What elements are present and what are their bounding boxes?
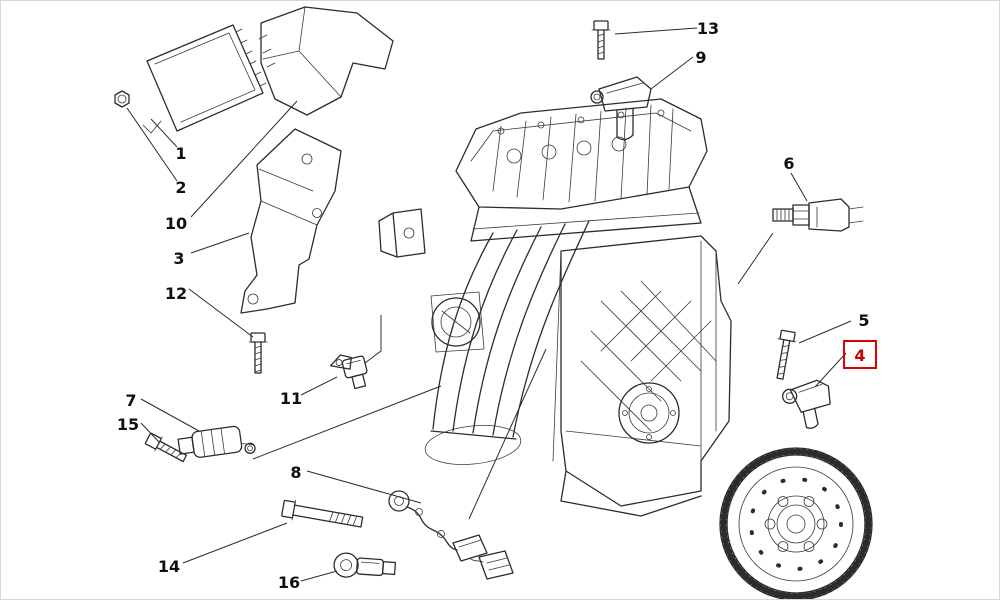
ecu-part-drawing: [142, 24, 267, 134]
highlight-box: [843, 340, 877, 369]
crank-sensor-part-drawing: [782, 379, 831, 429]
callout-label-3[interactable]: 3: [173, 249, 184, 268]
sensor-part-11-drawing: [329, 354, 368, 390]
bolt-part-13-drawing: [591, 20, 611, 60]
sensor-part-7-drawing: [177, 425, 256, 458]
callout-label-9[interactable]: 9: [695, 48, 706, 67]
callout-label-8[interactable]: 8: [290, 463, 301, 482]
engine-drawing: [378, 98, 732, 517]
callout-label-5[interactable]: 5: [858, 311, 869, 330]
callout-label-1[interactable]: 1: [175, 144, 186, 163]
callout-label-4-highlight[interactable]: 4: [843, 340, 877, 369]
temp-sensor-part-drawing: [772, 198, 864, 232]
cover-part-drawing: [258, 6, 394, 116]
bolt-part-14-drawing: [281, 499, 364, 528]
leader-lines: [126, 27, 852, 582]
callout-label-16[interactable]: 16: [278, 573, 300, 592]
callout-label-11[interactable]: 11: [280, 389, 302, 408]
callout-label-7[interactable]: 7: [125, 391, 136, 410]
cam-sensor-part-drawing: [590, 76, 652, 141]
sensor-part-16-drawing: [333, 552, 397, 578]
callout-label-13[interactable]: 13: [697, 19, 719, 38]
bracket-part-drawing: [240, 128, 342, 314]
bolt-part-15-drawing: [144, 432, 188, 463]
callout-labels: 1 2 3 10 12 13 9 6 5 4 7 15 11 8 14 16: [117, 19, 877, 592]
wiring-harness-part-drawing: [388, 490, 514, 580]
callout-label-10[interactable]: 10: [165, 214, 187, 233]
callout-label-6[interactable]: 6: [783, 154, 794, 173]
bolt-part-12-drawing: [248, 332, 268, 374]
callout-label-15[interactable]: 15: [117, 415, 139, 434]
callout-label-4[interactable]: 4: [854, 346, 865, 365]
callout-label-2[interactable]: 2: [175, 178, 186, 197]
bolt-part-5-drawing: [776, 329, 797, 380]
flywheel-drawing: [719, 447, 873, 599]
callout-label-14[interactable]: 14: [158, 557, 180, 576]
nut-part-drawing: [114, 90, 130, 108]
callout-label-12[interactable]: 12: [165, 284, 187, 303]
